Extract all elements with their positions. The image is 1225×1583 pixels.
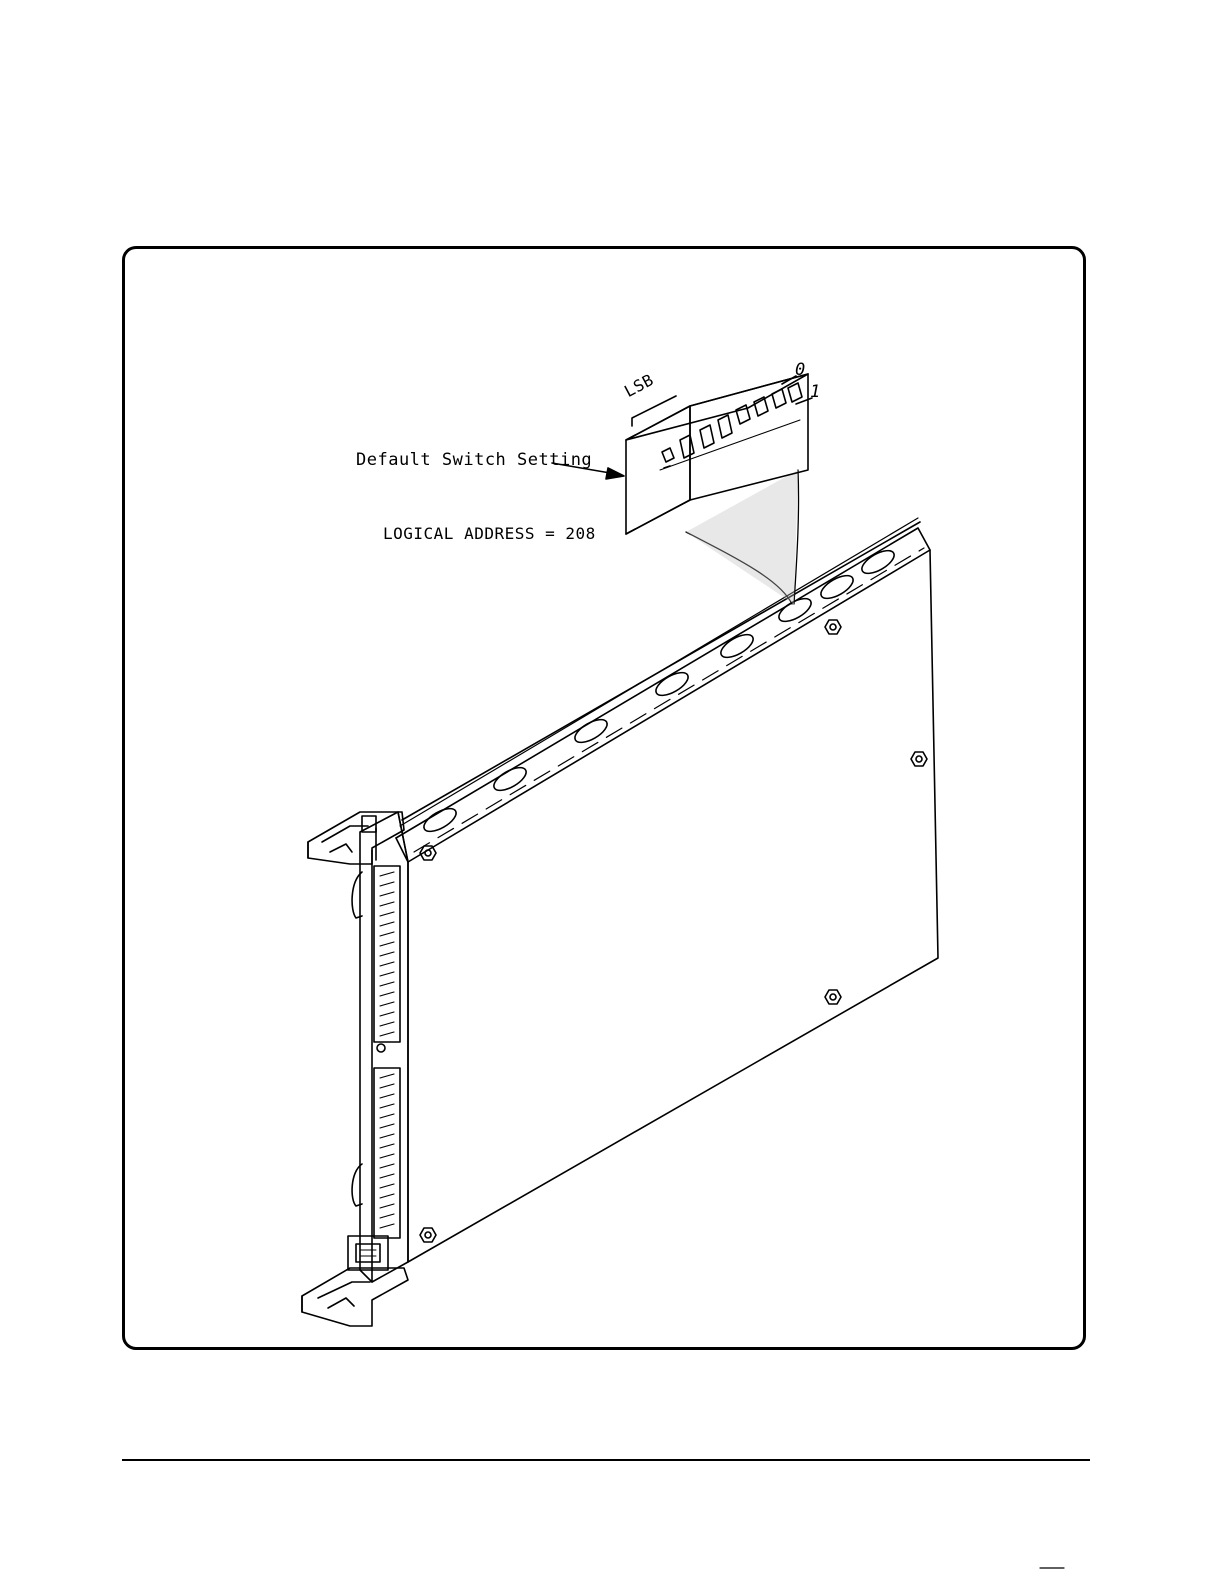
zoom-wedge xyxy=(686,470,799,604)
switch-on-label: 1 xyxy=(810,382,821,402)
footer-rule xyxy=(122,1459,1090,1461)
module-side-panel xyxy=(396,518,938,1262)
logical-address-label: LOGICAL ADDRESS = 208 xyxy=(383,524,596,543)
panel-screws xyxy=(420,620,927,1242)
top-ejector-handle xyxy=(308,812,404,864)
front-panel xyxy=(352,812,408,1282)
upper-connector-pins xyxy=(380,872,394,1036)
bottom-ejector-handle xyxy=(302,1236,408,1326)
switch-off-label: 0 xyxy=(795,360,806,380)
lower-connector-pins xyxy=(380,1074,394,1228)
vent-slots xyxy=(420,546,897,836)
default-switch-setting-label: Default Switch Setting xyxy=(356,450,592,470)
